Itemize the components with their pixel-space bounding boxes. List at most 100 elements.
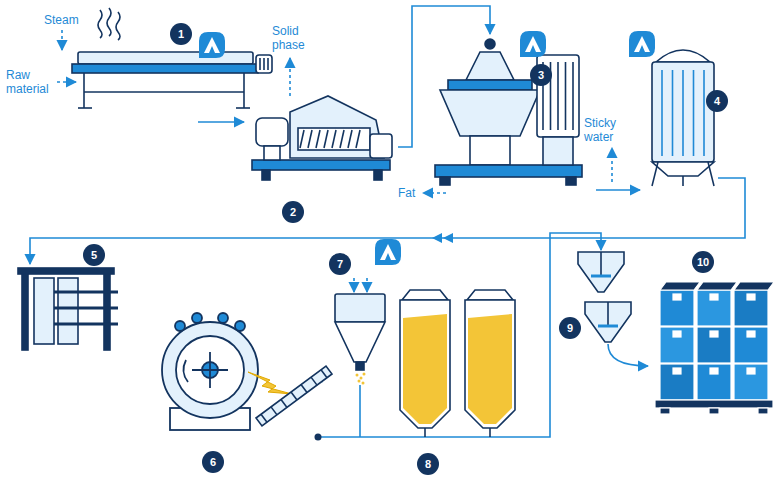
brand-pin <box>634 36 650 52</box>
callout-number: 10 <box>692 251 714 273</box>
steam-cooker <box>263 58 265 70</box>
steam-cooker <box>236 107 250 109</box>
silo <box>489 428 491 437</box>
box-pallet <box>734 364 768 400</box>
flow-label: Raw material <box>6 68 56 96</box>
box-pallet <box>655 282 774 414</box>
box-pallet <box>697 282 737 290</box>
plate-exchanger <box>54 323 118 326</box>
screw-conveyor <box>281 399 287 407</box>
cooler-hopper <box>356 362 364 370</box>
box-pallet <box>660 282 774 400</box>
callout-number: 1 <box>170 23 192 45</box>
callout-number: 7 <box>329 253 351 275</box>
box-pallet <box>747 294 755 300</box>
disc-dryer <box>162 322 258 418</box>
mixing-funnel <box>598 325 618 328</box>
plate-exchanger <box>54 291 118 294</box>
flow-arrow <box>423 192 446 194</box>
double-arrowhead <box>443 233 453 243</box>
callout-number: 5 <box>83 244 105 266</box>
callout-number: 4 <box>706 90 728 112</box>
callout-number: 9 <box>559 317 581 339</box>
screw-conveyor <box>291 392 297 400</box>
disc-dryer <box>175 321 185 331</box>
flow-label: Sticky water <box>584 116 630 144</box>
screw-press <box>324 130 328 148</box>
screw-conveyor <box>261 370 327 423</box>
centrifuge <box>435 39 582 185</box>
flow-arrow <box>611 148 613 182</box>
powder-sprinkle <box>356 374 359 377</box>
silo <box>400 290 515 437</box>
evaporator <box>656 50 710 62</box>
screw-conveyor <box>261 414 267 422</box>
screw-press <box>300 130 304 148</box>
brand-pin <box>629 31 655 57</box>
steam-cooker <box>116 12 120 40</box>
cooler-hopper <box>335 322 385 362</box>
cooler-hopper <box>359 385 361 437</box>
steam-cooker <box>98 10 102 38</box>
silo <box>465 300 515 428</box>
evaporator <box>662 70 704 156</box>
screw-conveyor <box>256 366 332 426</box>
box-pallet <box>697 327 731 363</box>
box-pallet <box>734 327 768 363</box>
disc-dryer <box>162 313 258 430</box>
screw-conveyor <box>301 385 307 393</box>
steam-cooker <box>83 73 85 108</box>
box-pallet <box>697 290 731 326</box>
screw-press <box>300 130 360 148</box>
brand-pin <box>525 36 541 52</box>
evaporator <box>652 62 714 162</box>
box-pallet <box>710 294 718 300</box>
disc-dryer <box>218 313 228 323</box>
centrifuge <box>466 52 514 80</box>
box-pallet <box>660 364 694 400</box>
mixing-funnel <box>591 275 611 278</box>
box-pallet <box>673 368 681 374</box>
silo <box>402 290 448 300</box>
box-pallet <box>747 331 755 337</box>
centrifuge <box>566 177 576 185</box>
screw-press <box>262 170 270 180</box>
box-pallet <box>660 290 694 326</box>
callout-number: 8 <box>417 453 439 475</box>
plate-exchanger <box>54 307 118 310</box>
cooler-hopper <box>335 294 385 437</box>
flow-label: Steam <box>44 13 84 27</box>
screw-press <box>332 130 336 148</box>
plate-exchanger <box>58 278 78 344</box>
flow-label: Solid phase <box>272 24 316 52</box>
brand-pin <box>520 31 546 57</box>
plate-exchanger <box>18 268 118 350</box>
evaporator <box>703 70 705 156</box>
plate-exchanger <box>22 270 28 350</box>
lightning <box>248 372 292 394</box>
powder-sprinkle <box>358 380 361 383</box>
screw-press <box>348 130 352 148</box>
flow-arrow <box>366 278 368 292</box>
screw-conveyor <box>311 377 317 385</box>
evaporator <box>682 176 684 186</box>
callout-number: 2 <box>282 201 304 223</box>
flow-arrow <box>596 189 640 191</box>
steam-cooker <box>256 55 272 73</box>
flow-arrow <box>353 278 355 292</box>
box-pallet <box>758 408 768 414</box>
box-pallet <box>709 408 719 414</box>
centrifuge <box>435 165 582 177</box>
silo <box>400 300 450 428</box>
box-pallet <box>655 400 773 408</box>
screw-press <box>308 130 312 148</box>
brand-pin <box>199 31 655 265</box>
plate-exchanger <box>18 268 114 274</box>
steam-cooker <box>243 73 245 108</box>
screw-conveyor <box>256 366 332 426</box>
screw-press <box>298 128 370 150</box>
screw-press <box>356 130 360 148</box>
box-pallet <box>710 331 718 337</box>
